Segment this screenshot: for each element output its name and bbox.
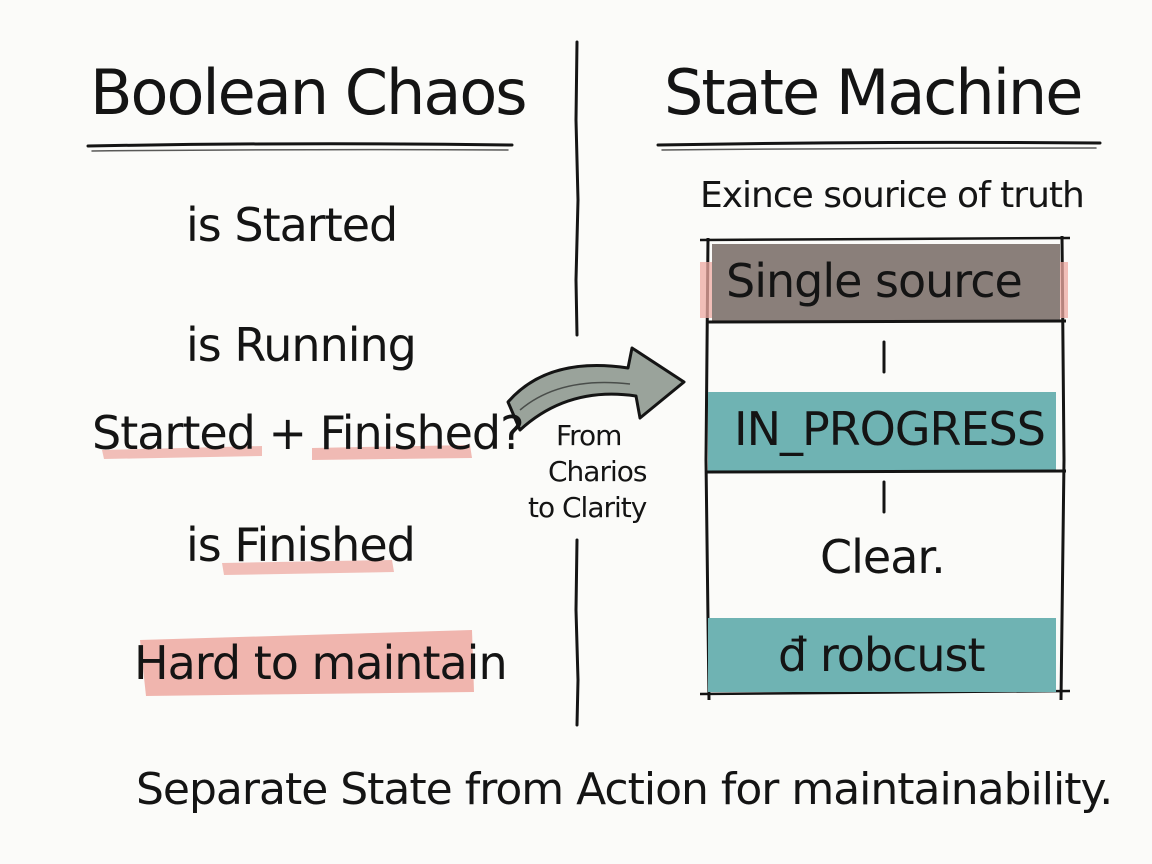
left-title-underline [86,142,514,148]
highlight-is-finished [222,560,394,575]
left-title: Boolean Chaos [90,56,528,129]
hard-to-maintain: Hard to maintain [134,636,508,690]
highlight-started-finished-1 [102,446,262,459]
right-title: State Machine [664,56,1083,129]
state-box-robust [708,618,1056,692]
right-title-underline-2 [661,147,1097,151]
right-subtitle: Exince sourice of truth [700,175,1085,216]
state-single-source: Single source [726,254,1023,308]
state-box-in-progress [708,392,1056,472]
state-box-in-progress-edge [705,469,1067,474]
arrow-caption-line2: Charios [548,455,647,488]
highlight-started-finished-2 [312,445,472,460]
highlight-hard-to-maintain [140,630,474,696]
arrow-caption-line3: to Clarity [528,491,647,524]
right-title-underline [656,140,1102,147]
left-title-underline-2 [91,148,509,152]
center-divider-bottom [574,538,580,727]
state-clear: Clear. [820,530,946,584]
flag-started-finished: Started + Finished? [92,406,525,460]
flag-is-started: is Started [186,198,398,252]
flag-is-running: is Running [186,318,417,372]
state-robust: đ robcust [778,628,986,682]
state-box-single-source [712,244,1060,322]
state-box-single-source-edge [705,319,1067,324]
transition-arrow [506,346,686,432]
state-in-progress: IN_PROGRESS [734,402,1046,456]
state-frame-top [699,236,1071,242]
footer-caption: Separate State from Action for maintaina… [136,764,1113,815]
arrow-caption-line1: From [556,419,622,452]
center-divider-top [574,40,580,337]
flag-is-finished: is Finished [186,518,416,572]
transition-arrow-hatch [519,381,631,411]
